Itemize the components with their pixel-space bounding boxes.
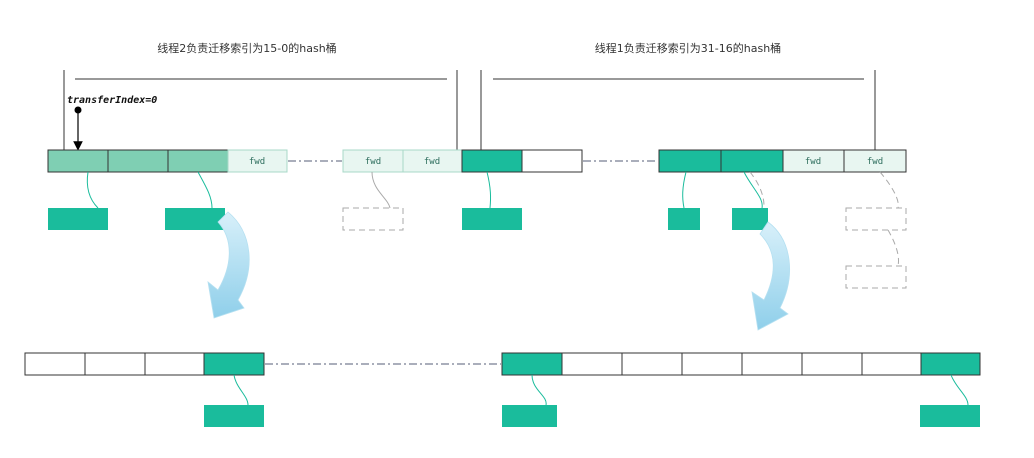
new-table [24, 352, 981, 376]
old-table: fwd fwd fwd fwd fwd [47, 149, 907, 173]
old-bucket-processing [47, 149, 109, 173]
title-right: 线程1负责迁移索引为31-16的hash桶 [595, 41, 781, 55]
node [502, 405, 557, 427]
node [165, 208, 225, 230]
new-bucket-empty [681, 352, 743, 376]
new-bucket-empty [621, 352, 683, 376]
title-left: 线程2负责迁移索引为15-0的hash桶 [157, 41, 336, 55]
old-bucket [720, 149, 784, 173]
node-moved [845, 207, 907, 231]
fwd-label: fwd [805, 157, 821, 167]
fwd-label: fwd [424, 157, 440, 167]
node [204, 405, 264, 427]
new-bucket-empty [741, 352, 803, 376]
old-bucket [461, 149, 523, 173]
new-bucket-empty [861, 352, 922, 376]
old-bucket-empty [521, 149, 583, 173]
old-bucket-fwd [227, 149, 288, 173]
new-bucket-empty [24, 352, 86, 376]
node [668, 208, 700, 230]
range-bracket-left [63, 70, 458, 150]
node-moved [845, 265, 907, 289]
new-bucket [203, 352, 265, 376]
new-bucket-empty [84, 352, 146, 376]
node [48, 208, 108, 230]
new-bucket-empty [144, 352, 205, 376]
old-bucket-processing [107, 149, 169, 173]
new-bucket-empty [801, 352, 863, 376]
fwd-label: fwd [365, 157, 381, 167]
transfer-index-pointer [73, 106, 83, 151]
migrate-arrow-left [207, 211, 250, 319]
old-node-links-moved [749, 171, 899, 267]
moved-nodes [342, 207, 907, 289]
new-bucket-empty [561, 352, 623, 376]
old-node-links-moved [371, 171, 391, 209]
fwd-label: fwd [867, 157, 883, 167]
old-bucket-fwd [843, 149, 907, 173]
transfer-index-label: transferIndex=0 [67, 95, 157, 106]
node-moved [342, 207, 404, 231]
old-bucket [658, 149, 722, 173]
old-bucket-processing [167, 149, 229, 173]
new-node-links [233, 374, 969, 406]
old-nodes [48, 208, 768, 230]
new-bucket [501, 352, 563, 376]
old-node-links [86, 171, 763, 209]
node [920, 405, 980, 427]
migrate-arrow-right [751, 221, 790, 331]
node [732, 208, 768, 230]
new-nodes [204, 405, 980, 427]
new-bucket [920, 352, 981, 376]
fwd-label: fwd [249, 157, 265, 167]
range-bracket-right [480, 70, 876, 150]
node [462, 208, 522, 230]
